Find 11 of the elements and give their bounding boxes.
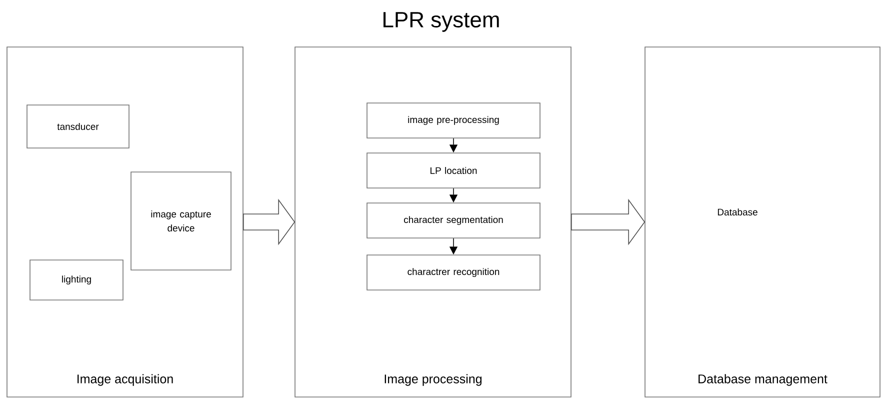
block-arrow: [243, 198, 296, 246]
process-box: charactrer recognition: [366, 254, 540, 290]
process-box: image pre-processing: [366, 102, 540, 138]
stage-panel: Database Database management: [644, 46, 880, 398]
block-arrow: [571, 198, 646, 246]
process-box: character segmentation: [366, 202, 540, 238]
process-box: image capture device: [130, 172, 232, 270]
process-box: LP location: [366, 152, 540, 188]
process-box: tansducer: [26, 104, 130, 148]
title: LPR system: [384, 12, 499, 32]
process-box: lighting: [30, 260, 124, 300]
